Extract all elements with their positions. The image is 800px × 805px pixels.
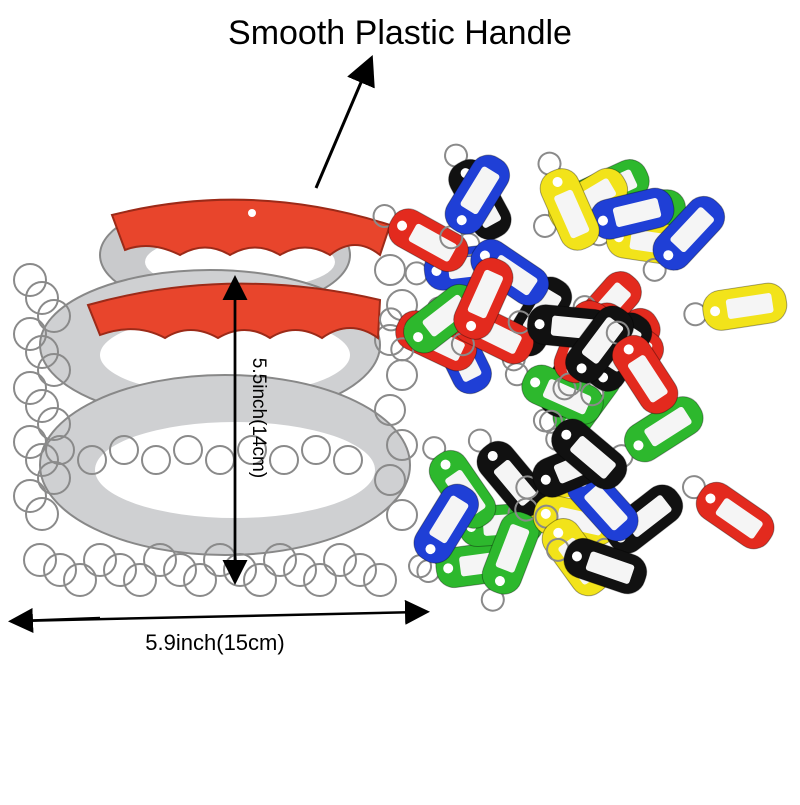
split-ring <box>13 371 47 405</box>
split-ring <box>343 553 377 587</box>
key-tag <box>605 320 679 415</box>
key-tag <box>537 151 600 251</box>
key-tag <box>681 475 775 550</box>
handle-pointer-arrow <box>314 54 375 189</box>
split-ring <box>386 359 418 391</box>
split-ring <box>374 394 406 426</box>
split-ring <box>37 299 71 333</box>
split-ring <box>163 553 197 587</box>
split-ring <box>141 445 171 475</box>
split-ring <box>263 543 297 577</box>
split-ring <box>143 543 177 577</box>
key-tag <box>546 537 648 595</box>
split-ring <box>237 435 267 465</box>
split-ring <box>374 464 406 496</box>
split-ring <box>83 543 117 577</box>
split-ring <box>363 563 397 597</box>
split-ring <box>103 553 137 587</box>
split-ring <box>43 553 77 587</box>
key-tag <box>683 282 788 331</box>
split-ring <box>301 435 331 465</box>
width-dimension-label: 5.9inch(15cm) <box>145 630 285 655</box>
height-dimension-label: 5.5inch(14cm) <box>248 357 269 479</box>
split-ring <box>223 553 257 587</box>
split-ring <box>37 407 71 441</box>
split-ring <box>183 563 217 597</box>
key-tag <box>609 396 704 469</box>
key-tag <box>372 204 469 273</box>
split-ring <box>37 353 71 387</box>
key-tags-pile <box>372 143 788 612</box>
split-ring <box>374 254 406 286</box>
split-ring <box>25 443 59 477</box>
split-ring <box>25 497 59 531</box>
page-title: Smooth Plastic Handle <box>228 14 572 52</box>
key-tag <box>539 409 628 490</box>
split-ring <box>13 425 47 459</box>
split-ring <box>25 335 59 369</box>
split-ring <box>269 445 299 475</box>
key-tag <box>439 154 511 250</box>
key-tag <box>642 195 726 282</box>
split-ring <box>333 445 363 475</box>
key-tag <box>450 257 514 357</box>
split-ring <box>25 281 59 315</box>
split-ring <box>13 317 47 351</box>
split-ring <box>45 435 75 465</box>
split-ring <box>386 499 418 531</box>
key-tag <box>557 305 635 397</box>
split-ring <box>23 543 57 577</box>
key-tag <box>408 483 480 579</box>
red-handles <box>86 198 392 340</box>
split-ring <box>13 479 47 513</box>
split-ring <box>25 389 59 423</box>
split-ring <box>303 563 337 597</box>
split-ring <box>283 553 317 587</box>
split-ring <box>77 445 107 475</box>
split-ring <box>109 435 139 465</box>
key-tag <box>480 511 540 612</box>
split-ring <box>243 563 277 597</box>
split-ring <box>173 435 203 465</box>
split-ring <box>63 563 97 597</box>
split-ring <box>123 563 157 597</box>
split-ring <box>13 263 47 297</box>
split-rings <box>13 254 418 597</box>
split-ring <box>386 429 418 461</box>
split-ring <box>323 543 357 577</box>
width-arrow-right <box>17 599 430 625</box>
